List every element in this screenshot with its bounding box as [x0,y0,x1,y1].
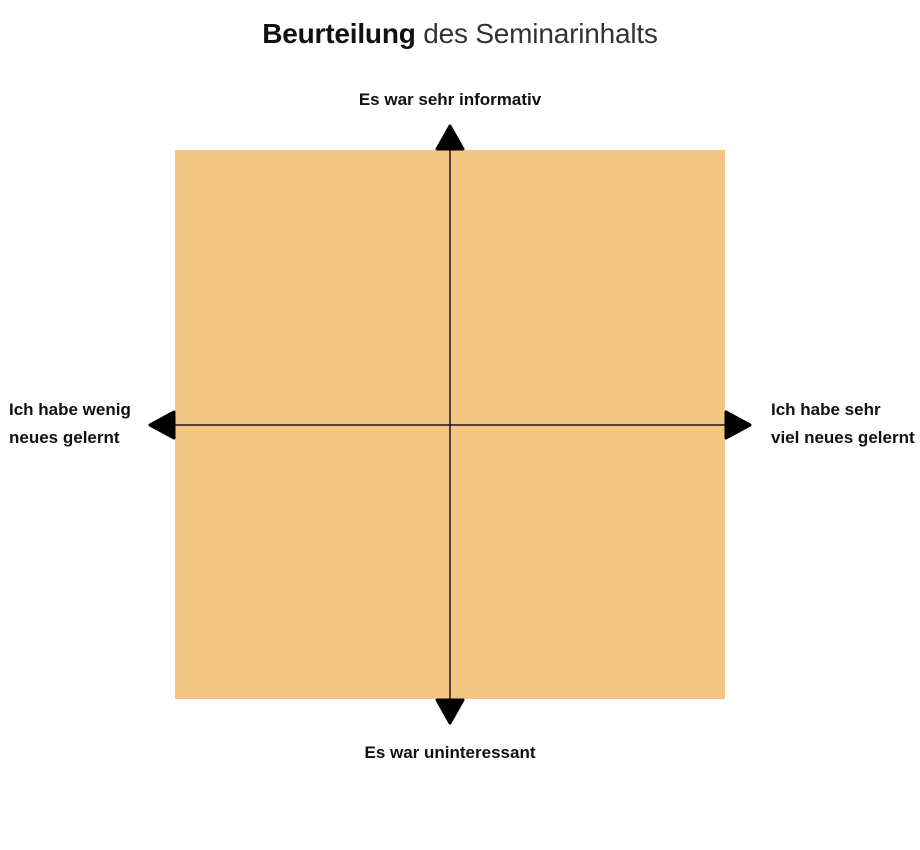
arrow-up-icon [435,124,465,151]
diagram-title: Beurteilung des Seminarinhalts [0,18,920,50]
axis-label-left: Ich habe wenig neues gelernt [9,400,131,447]
axis-label-top: Es war sehr informativ [358,90,542,109]
axis-label-right: Ich habe sehr viel neues gelernt [771,400,915,447]
title-bold: Beurteilung [262,18,416,49]
arrow-right-icon [724,410,752,440]
arrow-left-icon [148,410,176,440]
axis-label-bottom: Es war uninteressant [364,743,536,762]
arrow-down-icon [435,698,465,725]
title-light: des Seminarinhalts [415,18,658,49]
